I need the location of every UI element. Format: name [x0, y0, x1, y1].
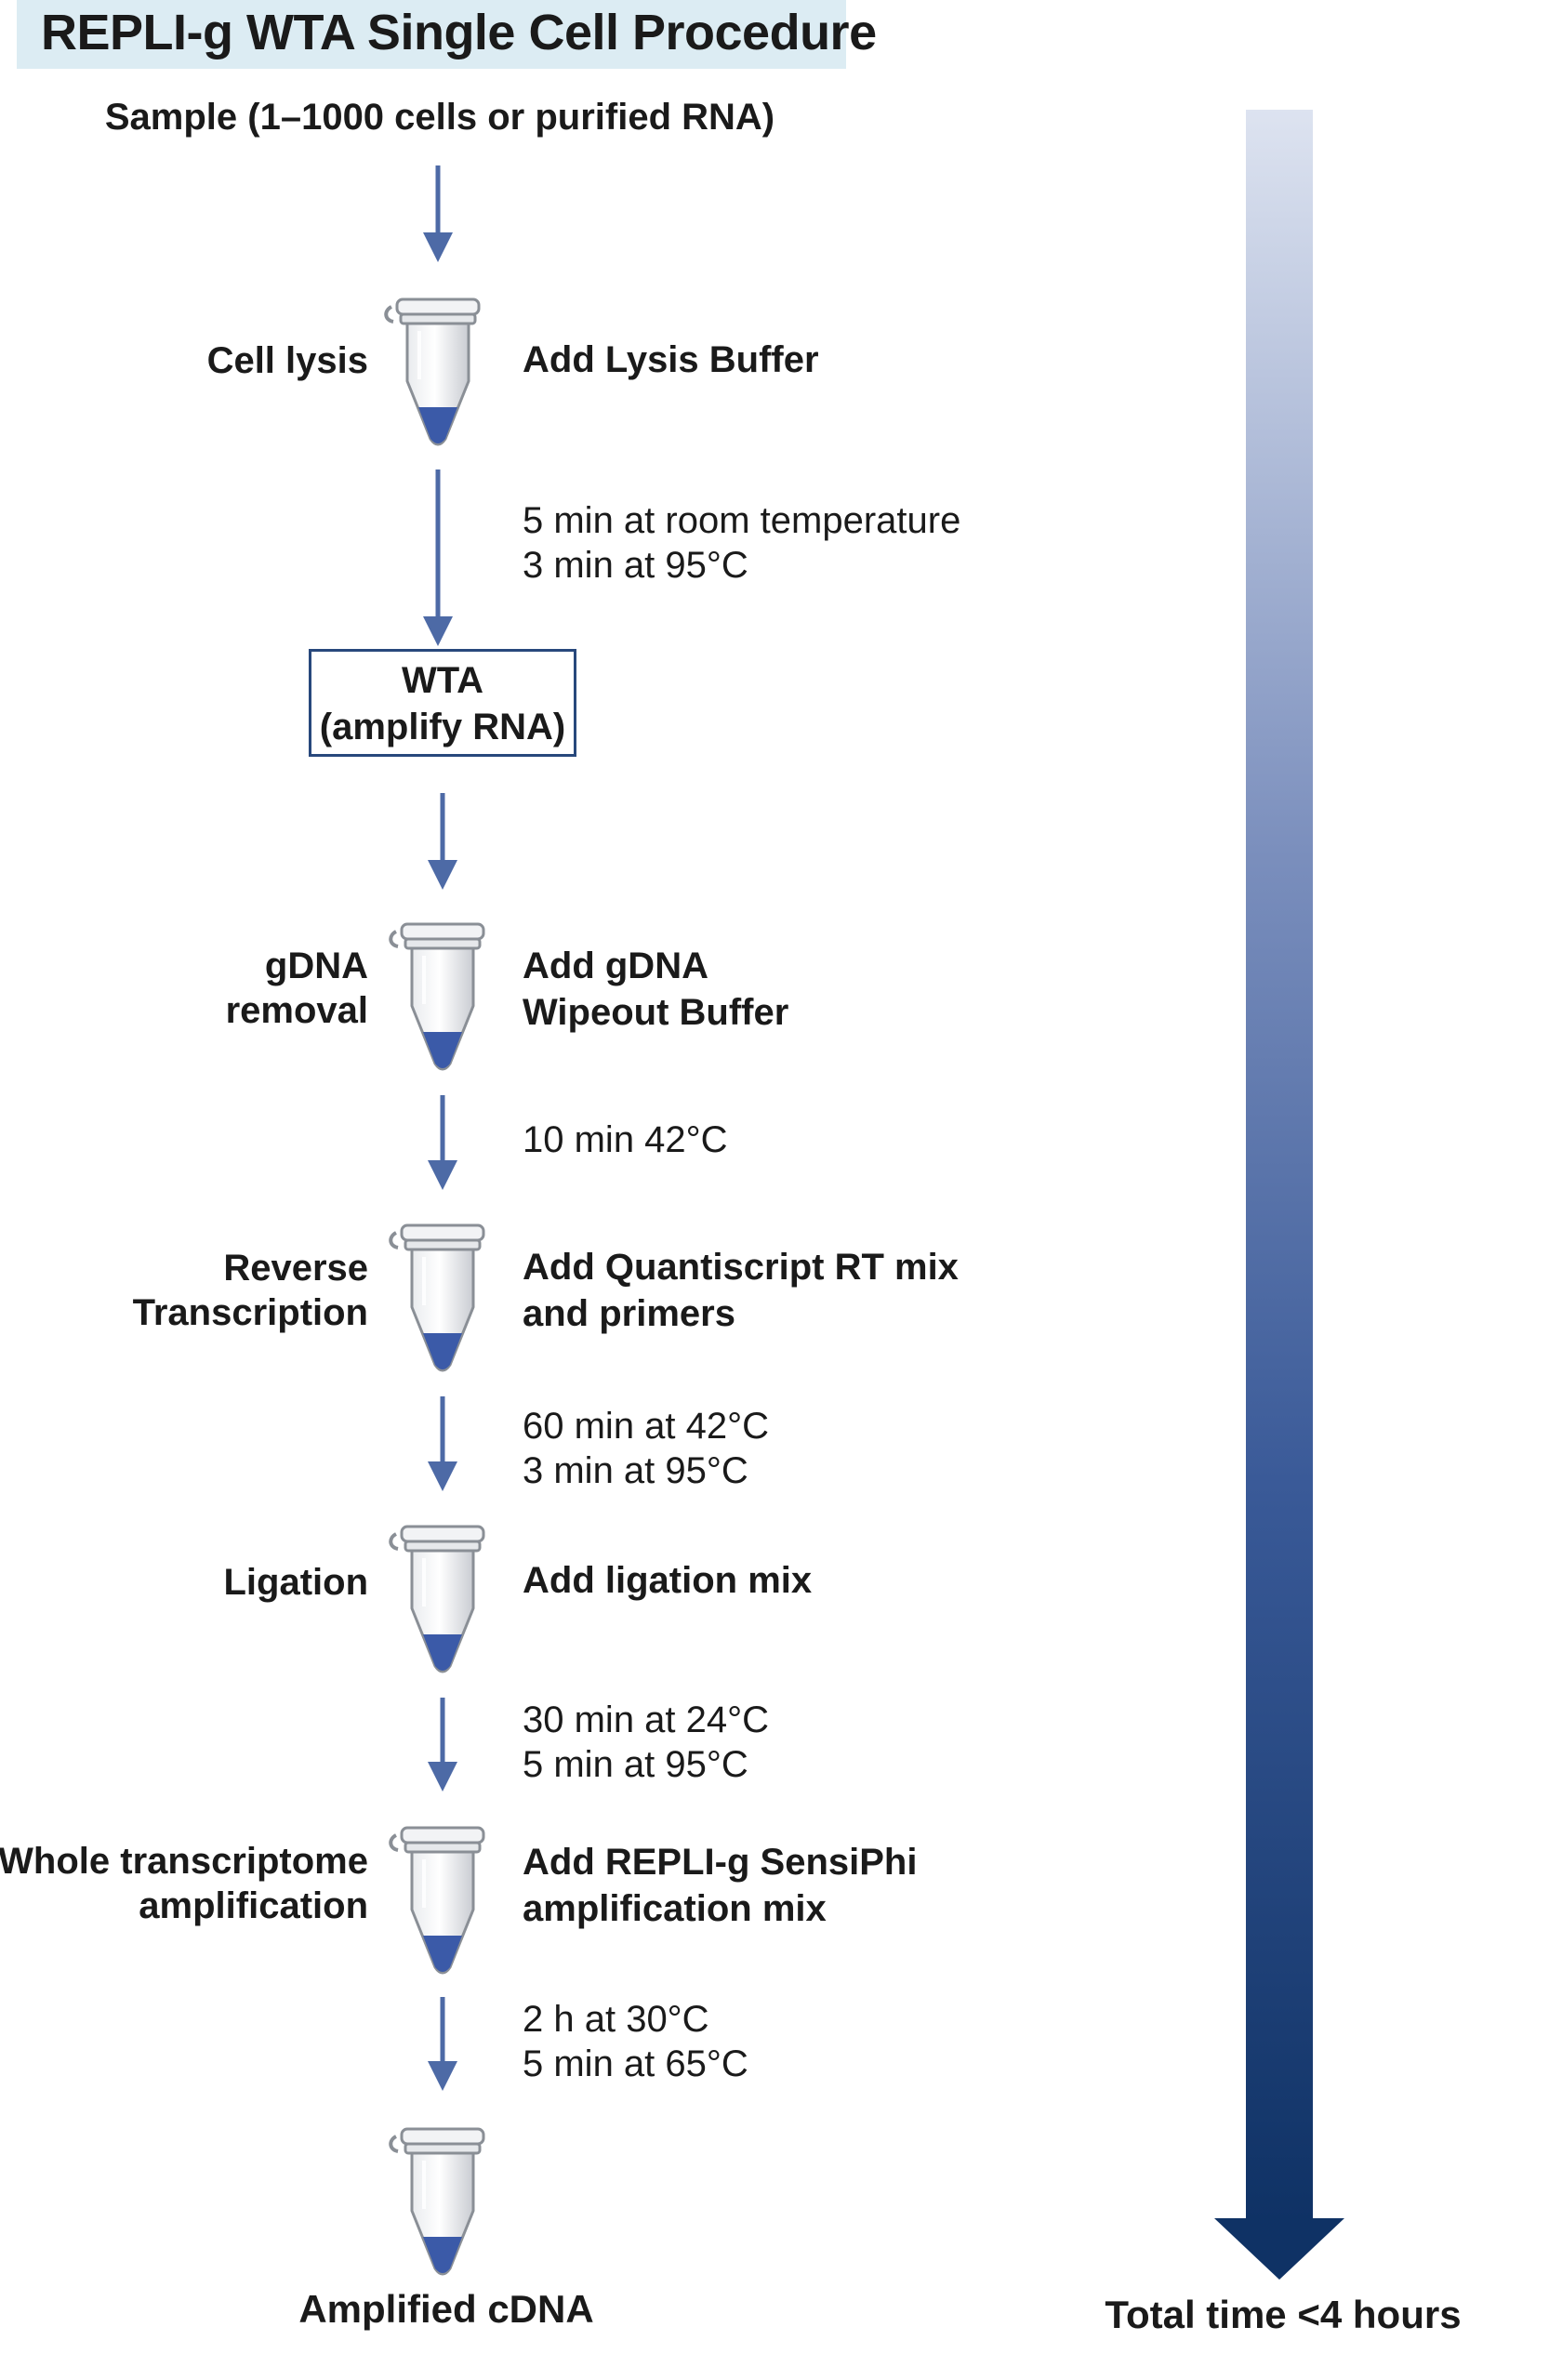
final-product-label: Amplified cDNA: [298, 2287, 594, 2331]
page-title: REPLI-g WTA Single Cell Procedure: [41, 5, 877, 60]
condition-text: 10 min 42°C: [523, 1119, 728, 1160]
microcentrifuge-tube-icon: [389, 1525, 485, 1673]
arrow-down-icon: [423, 165, 453, 262]
total-time-label: Total time <4 hours: [1105, 2293, 1462, 2336]
arrow-down-icon: [423, 469, 453, 646]
arrow-down-icon: [428, 1095, 457, 1190]
step-label-ligation: Ligation: [223, 1562, 368, 1603]
wta-box: WTA(amplify RNA): [309, 649, 576, 757]
step-label-cell-lysis: Cell lysis: [206, 340, 368, 381]
microcentrifuge-tube-icon: [389, 1826, 485, 1975]
arrow-down-icon: [428, 793, 457, 890]
microcentrifuge-tube-icon: [389, 1223, 485, 1372]
arrow-down-icon: [428, 1698, 457, 1792]
step-action-add-ligation-mix: Add ligation mix: [523, 1560, 813, 1601]
microcentrifuge-tube-icon: [384, 298, 481, 446]
step-action-add-lysis-buffer: Add Lysis Buffer: [523, 339, 819, 380]
title-band: [17, 0, 846, 69]
microcentrifuge-tube-icon: [389, 922, 485, 1071]
arrow-down-icon: [428, 1396, 457, 1491]
sample-label: Sample (1–1000 cells or purified RNA): [104, 97, 775, 138]
arrow-down-icon: [428, 1997, 457, 2091]
microcentrifuge-tube-icon: [389, 2127, 485, 2276]
timeline-arrow-icon: [1214, 110, 1344, 2280]
